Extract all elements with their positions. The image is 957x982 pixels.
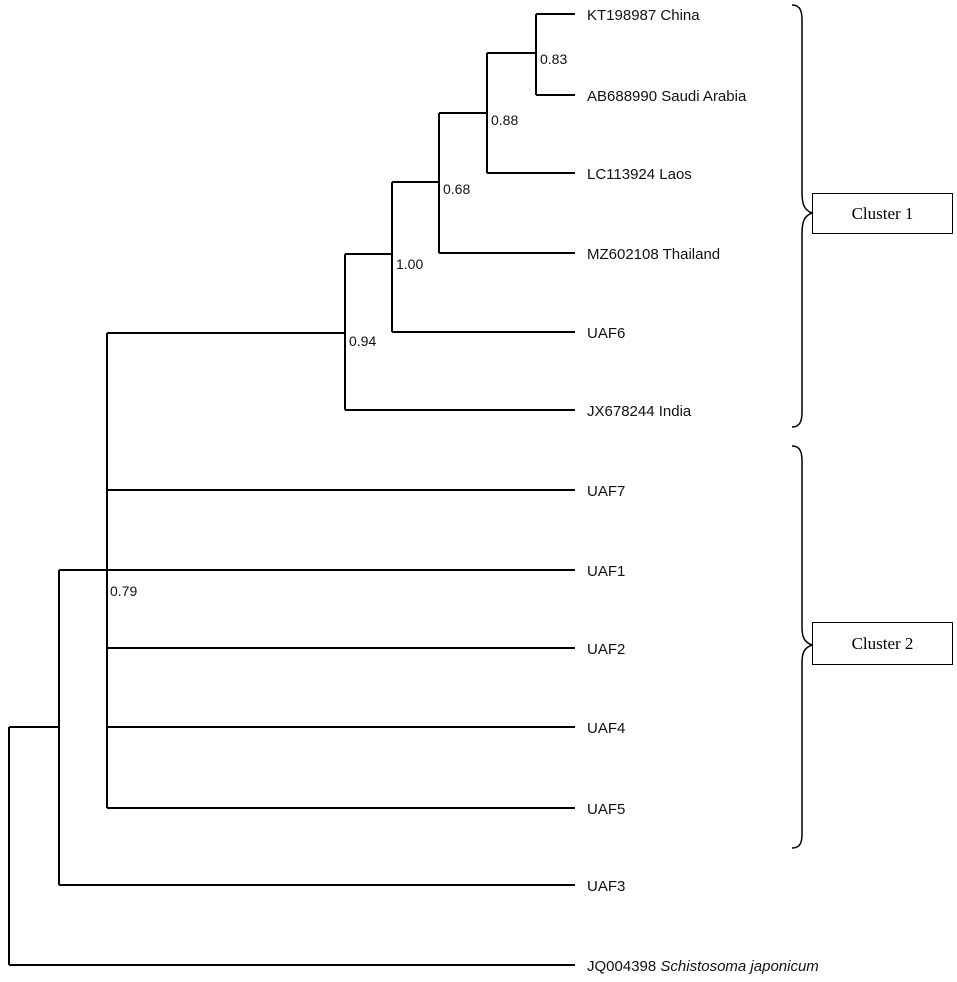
branch-node-088	[486, 52, 575, 174]
leaf-label-lc113924: LC113924 Laos	[587, 166, 692, 183]
leaf-label-uaf6: UAF6	[587, 325, 625, 342]
leaf-label-ab688990: AB688990 Saudi Arabia	[587, 88, 747, 105]
support-value-100: 1.00	[396, 256, 423, 272]
leaf-label-uaf7: UAF7	[587, 483, 625, 500]
leaf-label-uaf1: UAF1	[587, 563, 625, 580]
leaf-label-jq004398-code: JQ004398	[587, 958, 660, 975]
support-value-094: 0.94	[349, 333, 376, 349]
leaf-label-uaf2: UAF2	[587, 641, 625, 658]
cluster-1-brace	[791, 4, 815, 428]
support-values: 0.83 0.88 0.68 1.00 0.94 0.79	[110, 51, 567, 599]
leaf-label-uaf4: UAF4	[587, 720, 625, 737]
branch-node-100	[391, 181, 575, 333]
cluster-2-label: Cluster 2	[812, 622, 953, 665]
branch-node-083	[535, 13, 575, 96]
branch-node-094	[344, 253, 575, 411]
branch-root	[8, 726, 575, 966]
support-value-068: 0.68	[443, 181, 470, 197]
support-value-088: 0.88	[491, 112, 518, 128]
support-value-083: 0.83	[540, 51, 567, 67]
leaf-labels: KT198987 China AB688990 Saudi Arabia LC1…	[587, 7, 819, 975]
branch-node-a	[58, 569, 575, 886]
support-value-079: 0.79	[110, 583, 137, 599]
leaf-label-mz602108: MZ602108 Thailand	[587, 246, 720, 263]
leaf-label-jq004398-species: Schistosoma japonicum	[660, 958, 818, 975]
branch-node-079	[106, 332, 575, 809]
leaf-label-uaf3: UAF3	[587, 878, 625, 895]
leaf-label-kt198987: KT198987 China	[587, 7, 700, 24]
cluster-braces	[791, 4, 815, 849]
leaf-label-jq004398: JQ004398 Schistosoma japonicum	[587, 958, 819, 975]
leaf-label-uaf5: UAF5	[587, 801, 625, 818]
cluster-2-brace	[791, 445, 815, 849]
leaf-label-jx678244: JX678244 India	[587, 403, 692, 420]
branch-node-068	[438, 112, 575, 254]
cluster-1-label: Cluster 1	[812, 193, 953, 234]
tree-branches	[8, 13, 575, 966]
